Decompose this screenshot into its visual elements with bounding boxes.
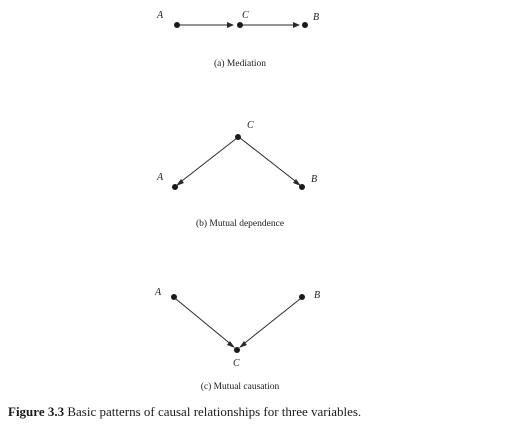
edge-c-to-a <box>177 137 238 185</box>
label-a: A <box>156 10 164 21</box>
node-a <box>174 22 180 28</box>
arrowhead-a-to-c <box>227 22 234 28</box>
node-c <box>235 134 241 140</box>
node-b <box>299 294 305 300</box>
arrowhead-a-to-c <box>227 341 235 348</box>
edge-b-to-c <box>240 298 301 347</box>
arrowhead-c-to-b <box>293 179 301 186</box>
figure-number: Figure 3.3 <box>8 404 65 419</box>
label-b: B <box>314 290 320 301</box>
edge-c-to-b <box>239 137 300 185</box>
figure-caption: Figure 3.3 Basic patterns of causal rela… <box>8 404 361 420</box>
node-c <box>237 22 243 28</box>
node-b <box>299 184 305 190</box>
label-c: C <box>233 358 240 369</box>
label-b: B <box>313 12 319 23</box>
label-c: C <box>247 120 254 131</box>
caption-mutual-dependence: (b) Mutual dependence <box>196 218 284 229</box>
edge-a-to-c <box>175 298 234 347</box>
caption-mediation: (a) Mediation <box>214 58 266 69</box>
node-c <box>234 347 240 353</box>
panel-mutual-causation: A B C (c) Mutual causation <box>154 287 320 392</box>
arrowhead-c-to-b <box>293 22 300 28</box>
arrowhead-b-to-c <box>239 341 247 348</box>
node-b <box>302 22 308 28</box>
label-a: A <box>154 287 162 298</box>
label-b: B <box>311 174 317 185</box>
label-c: C <box>242 10 249 21</box>
figure-caption-text: Basic patterns of causal relationships f… <box>67 404 362 419</box>
panel-mediation: A C B (a) Mediation <box>156 10 319 69</box>
node-a <box>172 184 178 190</box>
arrowhead-c-to-a <box>176 179 184 186</box>
panel-mutual-dependence: C A B (b) Mutual dependence <box>156 120 317 229</box>
node-a <box>171 294 177 300</box>
label-a: A <box>156 172 164 183</box>
caption-mutual-causation: (c) Mutual causation <box>201 381 280 392</box>
